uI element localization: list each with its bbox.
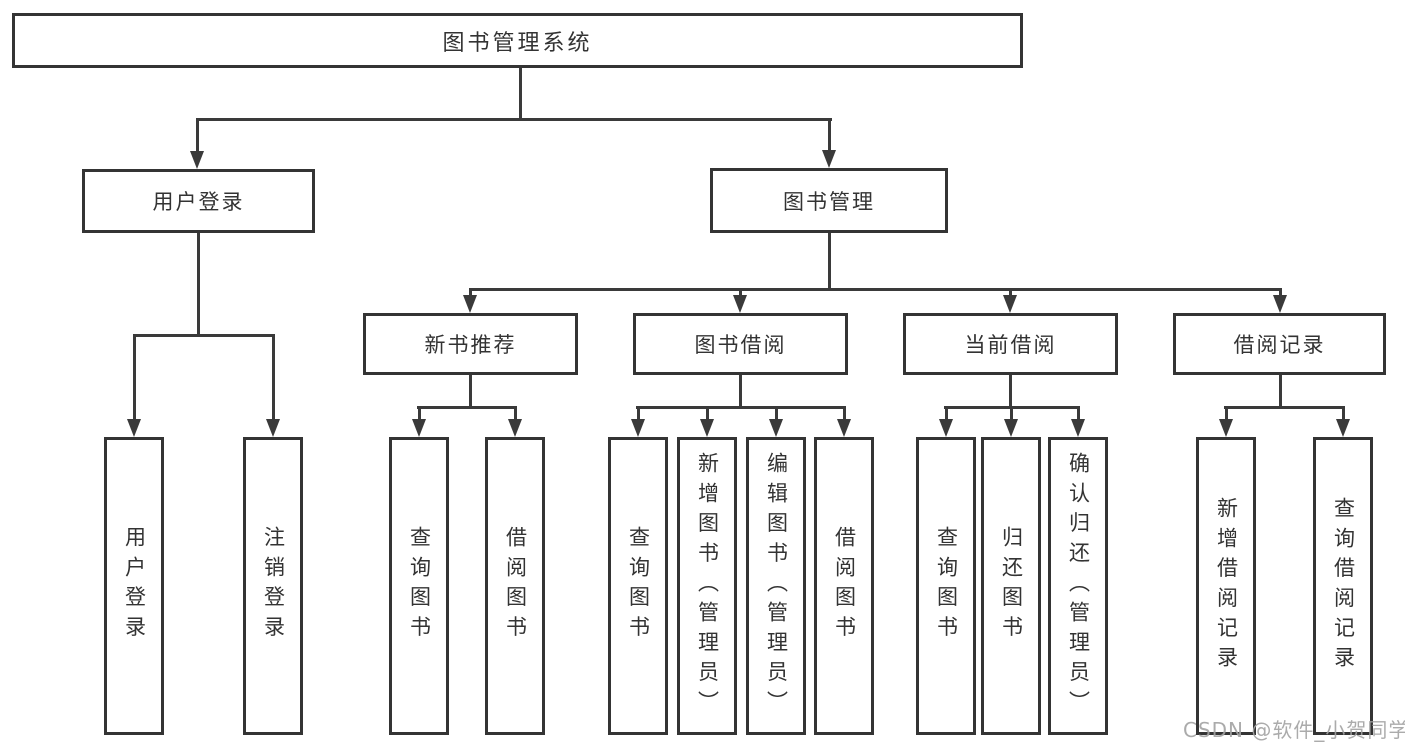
leaf-label: 新增借阅记录 — [1214, 496, 1239, 676]
connector-drop-borrowing — [739, 288, 742, 298]
arrowhead-records — [1273, 295, 1287, 313]
arrowhead-leaf-login — [127, 419, 141, 437]
connector-records-bar — [1224, 406, 1345, 409]
arrowhead-book-management — [822, 150, 836, 168]
connector-drop-leaf-logout — [272, 334, 275, 420]
node-label: 图书管理系统 — [442, 30, 593, 56]
node-label: 新书推荐 — [424, 333, 517, 357]
connector-book-management-stem — [828, 233, 831, 291]
leaf-label: 查询图书 — [407, 526, 432, 646]
arrowhead-leaf9 — [939, 419, 953, 437]
node-book-borrowing: 图书借阅 — [633, 313, 848, 375]
leaf-label: 归还图书 — [999, 526, 1024, 646]
connector-user-login-bar — [133, 334, 275, 337]
connector-borrowing-bar — [636, 406, 846, 409]
leaf-logout: 注销登录 — [243, 437, 303, 735]
leaf-confirm-return-admin: 确认归还（管理员） — [1048, 437, 1108, 735]
connector-drop-leaf9 — [945, 406, 948, 421]
connector-drop-current — [1009, 288, 1012, 298]
connector-drop-leaf12 — [1225, 406, 1228, 421]
connector-drop-leaf4 — [514, 406, 517, 421]
leaf-query-borrow-record: 查询借阅记录 — [1313, 437, 1373, 735]
node-current-borrowing: 当前借阅 — [903, 313, 1118, 375]
connector-drop-leaf11 — [1077, 406, 1080, 421]
connector-user-login-stem — [197, 233, 200, 337]
arrowhead-leaf8 — [837, 419, 851, 437]
node-label: 借阅记录 — [1233, 333, 1326, 357]
arrowhead-leaf-logout — [266, 419, 280, 437]
leaf-label: 查询借阅记录 — [1331, 496, 1356, 676]
leaf-query-books-3: 查询图书 — [916, 437, 976, 735]
leaf-label: 查询图书 — [934, 526, 959, 646]
arrowhead-current — [1003, 295, 1017, 313]
connector-drop-leaf-login — [133, 334, 136, 420]
arrowhead-recommend — [463, 295, 477, 313]
node-user-login: 用户登录 — [82, 169, 315, 233]
connector-borrowing-stem — [739, 375, 742, 409]
arrowhead-leaf11 — [1071, 419, 1085, 437]
node-label: 用户登录 — [152, 190, 245, 214]
connector-drop-leaf10 — [1010, 406, 1013, 421]
leaf-label: 注销登录 — [261, 526, 286, 646]
connector-current-stem — [1009, 375, 1012, 409]
connector-level3-bar — [469, 288, 1282, 291]
connector-drop-leaf8 — [843, 406, 846, 421]
connector-drop-leaf3 — [418, 406, 421, 421]
connector-drop-leaf13 — [1342, 406, 1345, 421]
arrowhead-leaf3 — [412, 419, 426, 437]
leaf-query-books-1: 查询图书 — [389, 437, 449, 735]
node-label: 图书管理 — [783, 189, 875, 214]
node-book-management: 图书管理 — [710, 168, 948, 233]
leaf-label: 用户登录 — [122, 526, 147, 646]
leaf-label: 新增图书（管理员） — [695, 451, 720, 721]
leaf-edit-books-admin: 编辑图书（管理员） — [746, 437, 806, 735]
connector-drop-user-login — [196, 118, 199, 154]
leaf-user-login: 用户登录 — [104, 437, 164, 735]
leaf-label: 借阅图书 — [503, 526, 528, 646]
connector-drop-leaf7 — [775, 406, 778, 421]
leaf-label: 编辑图书（管理员） — [764, 451, 789, 721]
arrowhead-user-login — [190, 151, 204, 169]
connector-root-stem — [519, 68, 522, 120]
csdn-watermark: CSDN @软件_小贺同学 — [1183, 718, 1405, 742]
arrowhead-leaf6 — [700, 419, 714, 437]
connector-drop-leaf5 — [637, 406, 640, 421]
node-new-book-recommendation: 新书推荐 — [363, 313, 578, 375]
arrowhead-leaf4 — [508, 419, 522, 437]
node-borrowing-records: 借阅记录 — [1173, 313, 1386, 375]
leaf-borrow-books-2: 借阅图书 — [814, 437, 874, 735]
leaf-add-books-admin: 新增图书（管理员） — [677, 437, 737, 735]
arrowhead-leaf7 — [769, 419, 783, 437]
leaf-query-books-2: 查询图书 — [608, 437, 668, 735]
arrowhead-borrowing — [733, 295, 747, 313]
leaf-add-borrow-record: 新增借阅记录 — [1196, 437, 1256, 735]
connector-drop-book-management — [828, 118, 831, 154]
arrowhead-leaf13 — [1336, 419, 1350, 437]
node-label: 当前借阅 — [964, 333, 1057, 357]
connector-recommend-stem — [469, 375, 472, 409]
leaf-borrow-books-1: 借阅图书 — [485, 437, 545, 735]
connector-drop-records — [1279, 288, 1282, 298]
connector-records-stem — [1279, 375, 1282, 409]
arrowhead-leaf12 — [1219, 419, 1233, 437]
connector-drop-recommend — [469, 288, 472, 298]
leaf-label: 确认归还（管理员） — [1066, 451, 1091, 721]
node-label: 图书借阅 — [694, 333, 787, 357]
leaf-label: 借阅图书 — [832, 526, 857, 646]
connector-recommend-bar — [417, 406, 517, 409]
connector-level2-bar — [196, 118, 832, 121]
leaf-label: 查询图书 — [626, 526, 651, 646]
connector-drop-leaf6 — [706, 406, 709, 421]
arrowhead-leaf5 — [631, 419, 645, 437]
node-library-management-system: 图书管理系统 — [12, 13, 1023, 68]
arrowhead-leaf10 — [1004, 419, 1018, 437]
leaf-return-books: 归还图书 — [981, 437, 1041, 735]
